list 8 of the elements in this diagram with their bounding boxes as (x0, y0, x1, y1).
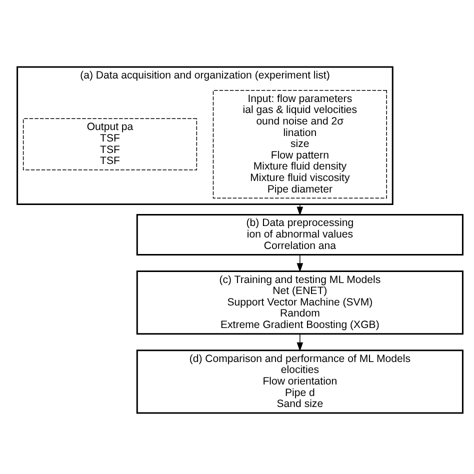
node-box: (b) Data preprocessing ion of abnormal values Correlation ana (136, 214, 464, 256)
arrow (296, 204, 304, 216)
arrow (296, 254, 304, 272)
node-box: (d) Comparison and performance of ML Models elocities Flow orientation Pipe d Sand size (136, 350, 464, 414)
node-box: Input: flow parameters ial gas & liquid velocities ound noise and 2σ lination size Flow pattern Mixture fluid density Mixture fluid viscosity Pipe diameter (212, 90, 387, 199)
node-box: (c) Training and testing ML Models Net (ENET) Support Vector Machine (SVM) Random Extreme Gradient Boosting (XGB) (136, 270, 464, 335)
arrow (296, 334, 304, 352)
node-box: Output pa TSF TSF TSF (22, 118, 198, 170)
